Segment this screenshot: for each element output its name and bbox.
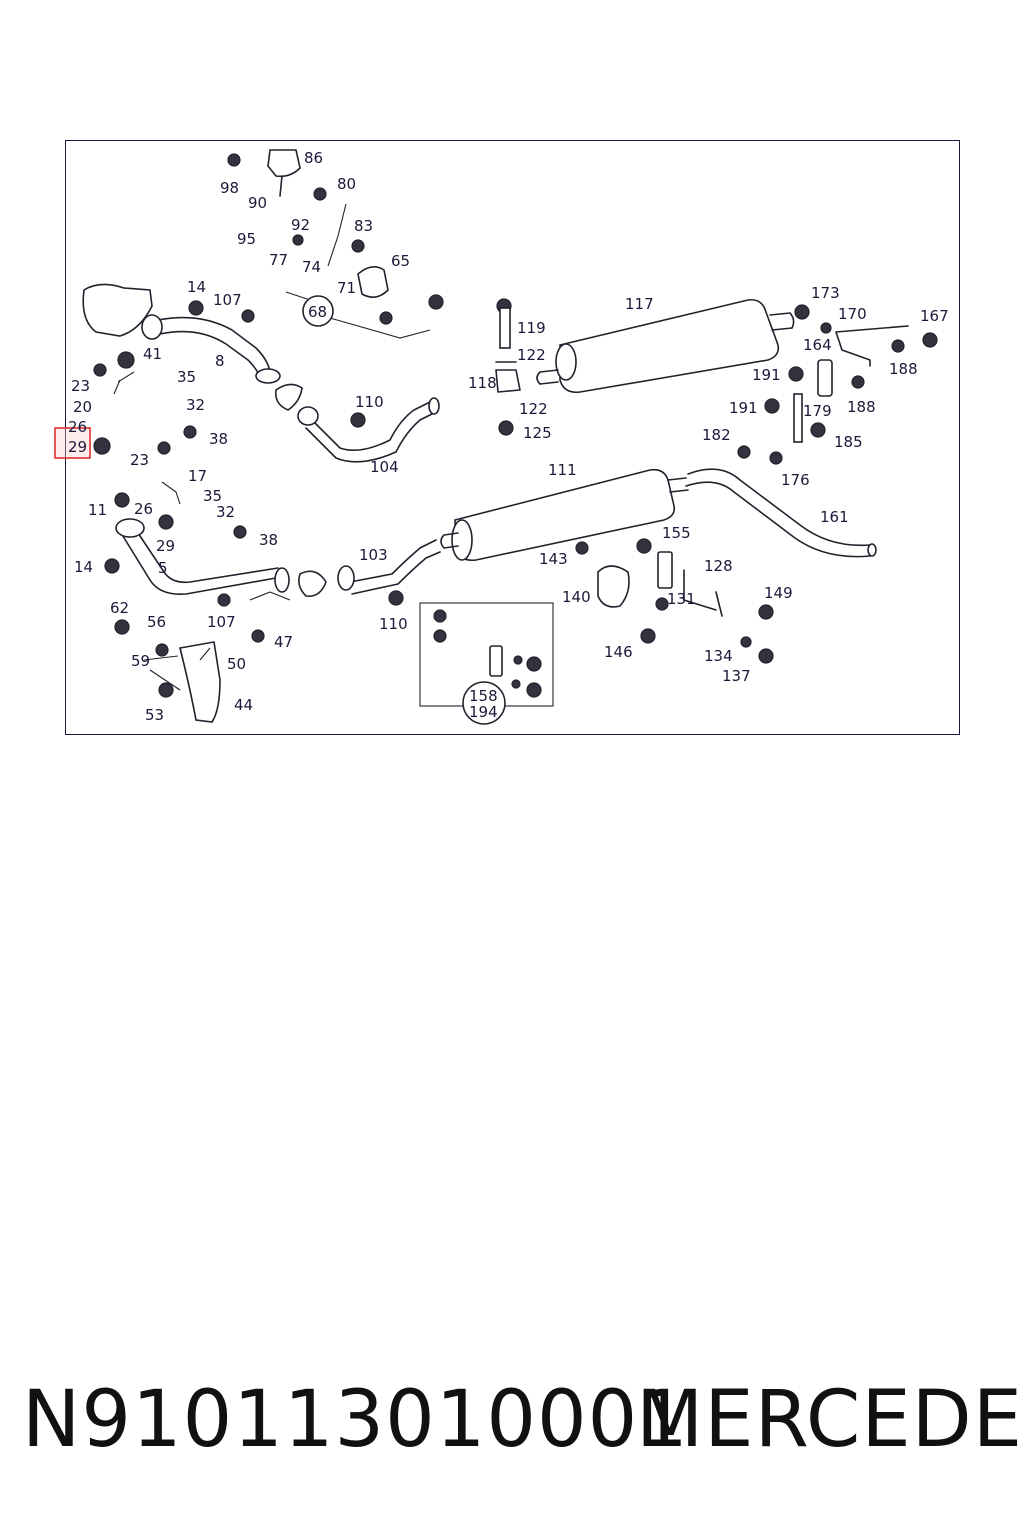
pipe-103	[349, 539, 441, 595]
part-label: 173	[811, 284, 840, 302]
part-label: 179	[803, 402, 832, 420]
part-label: 182	[702, 426, 731, 444]
part-label: 155	[662, 524, 691, 542]
part-label: 53	[145, 706, 164, 724]
part-label: 90	[248, 194, 267, 212]
diagram-frame	[65, 140, 960, 735]
part-label: 20	[73, 398, 92, 416]
part-label: 164	[803, 336, 832, 354]
part-label: 38	[259, 531, 278, 549]
part-label: 11	[88, 501, 107, 519]
part-label: 83	[354, 217, 373, 235]
part-label: 107	[213, 291, 242, 309]
part-label: 56	[147, 613, 166, 631]
part-label: 125	[523, 424, 552, 442]
part-label: 104	[370, 458, 399, 476]
part-label: 32	[216, 503, 235, 521]
part-label: 68	[308, 303, 327, 321]
part-label: 188	[847, 398, 876, 416]
part-label: 170	[838, 305, 867, 323]
part-label: 176	[781, 471, 810, 489]
part-label: 77	[269, 251, 288, 269]
part-label: 128	[704, 557, 733, 575]
highlighted-part-label: 29	[68, 438, 87, 456]
part-label: 122	[517, 346, 546, 364]
part-label: 188	[889, 360, 918, 378]
part-label: 149	[764, 584, 793, 602]
part-label: 161	[820, 508, 849, 526]
part-label: 110	[379, 615, 408, 633]
part-label: 5	[158, 559, 168, 577]
part-label: 191	[752, 366, 781, 384]
part-label: 191	[729, 399, 758, 417]
part-label: 14	[74, 558, 93, 576]
part-label: 23	[71, 377, 90, 395]
part-label: 117	[625, 295, 654, 313]
tail-pipe-161	[685, 468, 871, 558]
part-label: 143	[539, 550, 568, 568]
part-label: 26	[68, 418, 87, 436]
part-label: 194	[469, 703, 498, 721]
part-label: 32	[186, 396, 205, 414]
part-label: 71	[337, 279, 356, 297]
part-label: 8	[215, 352, 225, 370]
part-label: 65	[391, 252, 410, 270]
front-pipe-8	[157, 316, 271, 379]
part-label: 86	[304, 149, 323, 167]
brand-name: MERCEDES	[636, 1375, 1024, 1465]
part-label: 146	[604, 643, 633, 661]
rear-muffler-117	[536, 298, 795, 394]
part-label: 158	[469, 687, 498, 705]
part-label: 38	[209, 430, 228, 448]
part-label: 29	[156, 537, 175, 555]
front-pipe-5	[117, 523, 279, 596]
middle-muffler-111	[440, 468, 689, 562]
part-label: 111	[548, 461, 577, 479]
part-label: 98	[220, 179, 239, 197]
part-label: 119	[517, 319, 546, 337]
part-label: 26	[134, 500, 153, 518]
pipe-104	[305, 401, 437, 463]
part-label: 122	[519, 400, 548, 418]
part-label: 118	[468, 374, 497, 392]
highlight-box	[54, 427, 91, 459]
part-label: 131	[667, 590, 696, 608]
part-label: 74	[302, 258, 321, 276]
part-label: 17	[188, 467, 207, 485]
callout-circle-158-194	[462, 681, 506, 725]
part-label: 110	[355, 393, 384, 411]
part-label: 185	[834, 433, 863, 451]
part-label: 137	[722, 667, 751, 685]
part-label: 50	[227, 655, 246, 673]
part-labels: 86 98 80 90 92 83 95 77 74 65 71 68 14 1…	[68, 149, 949, 724]
part-label: 44	[234, 696, 253, 714]
part-label: 167	[920, 307, 949, 325]
part-label: 140	[562, 588, 591, 606]
part-label: 41	[143, 345, 162, 363]
part-label: 92	[291, 216, 310, 234]
part-number: N910113010001	[22, 1375, 689, 1465]
part-label: 35	[203, 487, 222, 505]
part-label: 47	[274, 633, 293, 651]
part-label: 14	[187, 278, 206, 296]
part-label: 107	[207, 613, 236, 631]
callout-circle-68	[302, 295, 334, 327]
manifold-block	[82, 283, 153, 337]
part-label: 59	[131, 652, 150, 670]
part-label: 62	[110, 599, 129, 617]
part-label: 134	[704, 647, 733, 665]
part-label: 35	[177, 368, 196, 386]
part-label: 80	[337, 175, 356, 193]
part-label: 103	[359, 546, 388, 564]
part-label: 23	[130, 451, 149, 469]
part-label: 95	[237, 230, 256, 248]
